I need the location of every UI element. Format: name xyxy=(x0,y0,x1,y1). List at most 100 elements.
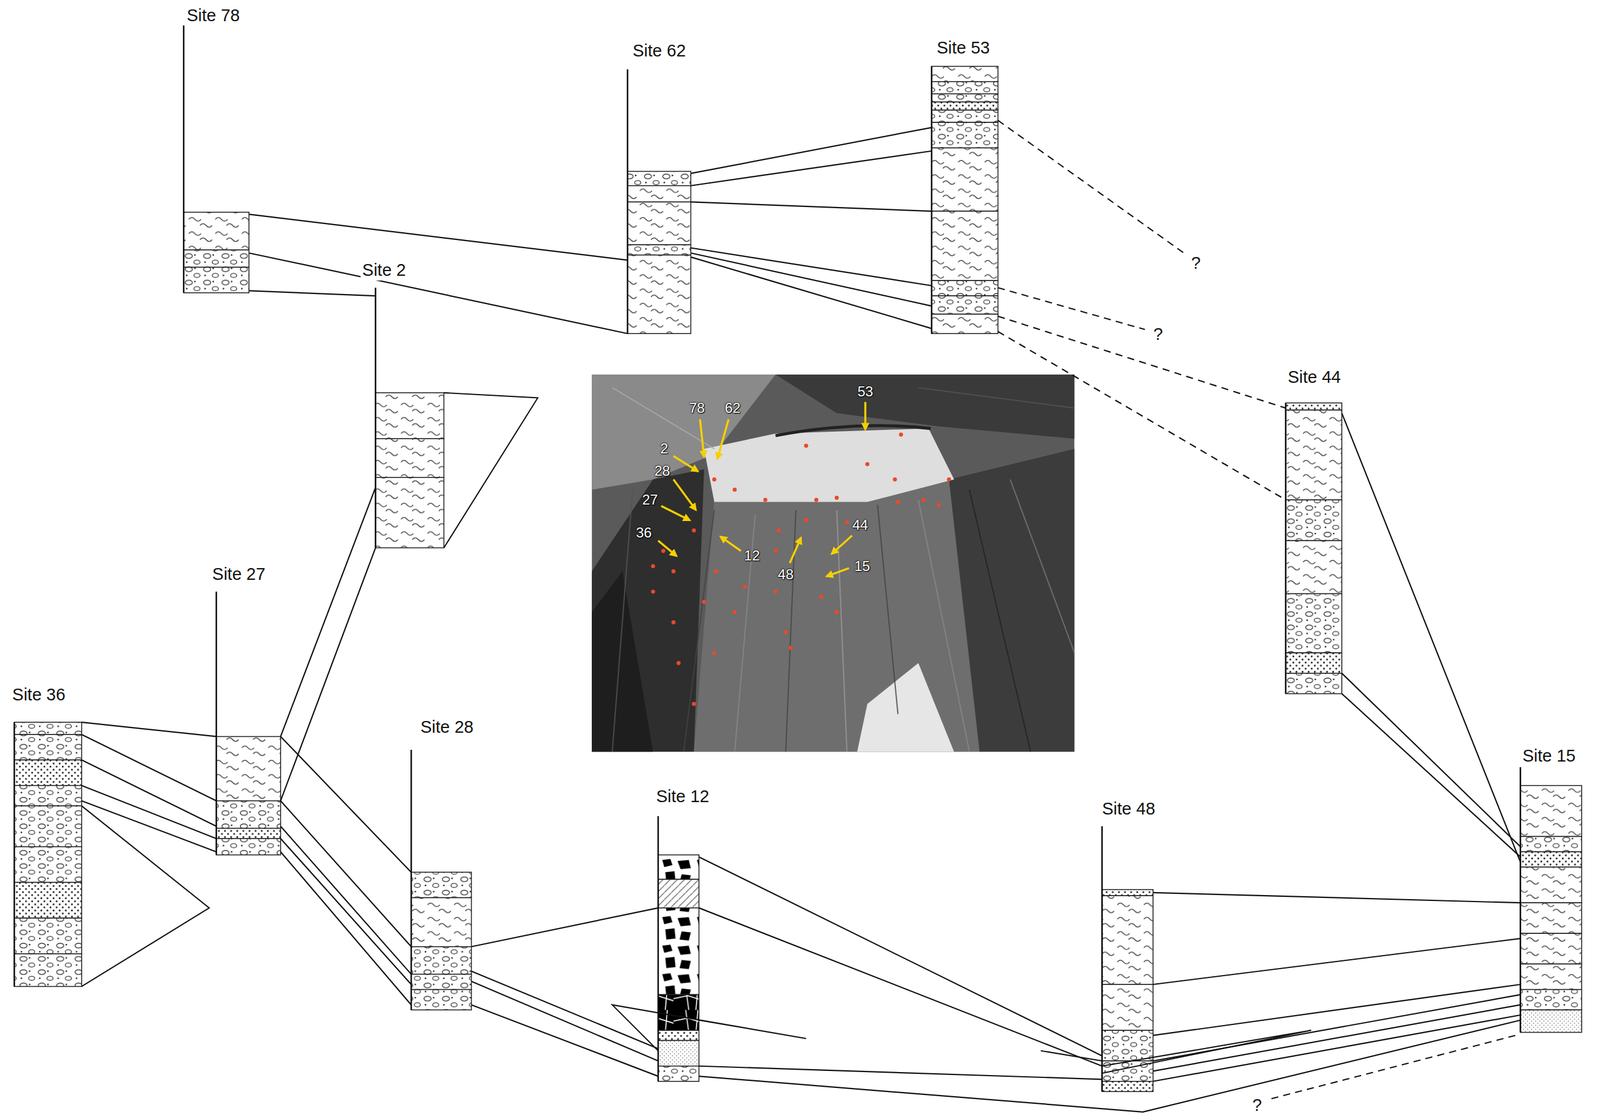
strat-bed xyxy=(931,101,999,110)
strat-bed xyxy=(1520,867,1582,903)
strat-bed xyxy=(658,1030,699,1041)
site-dot xyxy=(895,500,900,505)
site-column: Site 36 xyxy=(14,684,82,987)
pinch-out-line xyxy=(612,1005,807,1052)
strat-bed xyxy=(931,148,999,212)
terrain-streak xyxy=(918,500,970,752)
strat-bed xyxy=(183,212,249,250)
site-dot xyxy=(804,518,809,523)
correlation-line xyxy=(471,981,658,1062)
pointer-arrow xyxy=(700,419,705,458)
pointer-arrow xyxy=(831,535,853,555)
site-dot xyxy=(712,477,717,482)
photo-site-number: 62 xyxy=(724,400,741,416)
correlation-line xyxy=(690,127,932,174)
correlation-line xyxy=(471,908,658,948)
strat-bed xyxy=(627,171,692,186)
site-dot xyxy=(773,590,778,595)
column-axis xyxy=(657,816,660,1082)
site-dot xyxy=(773,548,778,553)
correlation-line xyxy=(81,785,217,839)
strat-bed xyxy=(1520,851,1582,868)
correlation-line xyxy=(1152,938,1520,985)
site-dot xyxy=(671,569,676,574)
strat-bed xyxy=(1101,895,1153,985)
strat-bed xyxy=(931,81,999,95)
strat-bed xyxy=(14,785,82,807)
strat-bed xyxy=(658,1066,699,1082)
terrain-shape xyxy=(775,374,1075,439)
site-column: Site 78 xyxy=(183,5,249,293)
site-dot xyxy=(788,645,793,650)
site-dot xyxy=(714,569,719,574)
strat-bed xyxy=(1285,402,1342,410)
site-dot xyxy=(898,432,903,438)
site-dot xyxy=(865,462,870,467)
site-dot xyxy=(691,701,696,706)
site-dot xyxy=(712,651,717,656)
strat-bed xyxy=(627,244,692,255)
site-title: Site 36 xyxy=(10,684,68,706)
correlation-line xyxy=(1341,673,1521,848)
strat-bed xyxy=(931,280,999,296)
strat-bed xyxy=(14,734,82,760)
site-title: Site 78 xyxy=(184,5,242,26)
column-axis xyxy=(1284,402,1287,694)
strat-bed xyxy=(1285,673,1342,695)
pinch-out-line xyxy=(444,392,539,549)
correlation-line xyxy=(248,290,376,296)
uncertain-line xyxy=(998,120,1188,256)
terrain-streak xyxy=(918,387,1075,409)
strat-bed xyxy=(411,947,472,975)
site-dot xyxy=(834,610,839,615)
terrain-streak xyxy=(612,490,633,753)
strat-bed xyxy=(1520,902,1582,934)
correlation-line xyxy=(698,908,1102,1067)
site-title: Site 2 xyxy=(360,260,408,281)
column-axis xyxy=(1101,826,1103,1092)
correlation-line xyxy=(698,857,1102,1056)
strat-bed xyxy=(931,66,999,82)
pointer-arrow xyxy=(720,536,742,551)
photo-site-number: 2 xyxy=(660,441,669,457)
strat-bed xyxy=(1520,785,1582,838)
site-dot xyxy=(921,498,926,503)
strat-bed xyxy=(1520,964,1582,990)
correlation-line xyxy=(1341,413,1521,863)
site-column: Site 62 xyxy=(627,40,692,334)
strat-bed xyxy=(931,211,999,281)
drawing xyxy=(14,25,1582,1099)
correlation-line xyxy=(280,736,412,873)
site-dot xyxy=(814,498,819,503)
correlation-line xyxy=(698,1020,1520,1113)
terrain-streak xyxy=(612,387,715,449)
strat-bed xyxy=(1285,540,1342,594)
uncertain-mark: ? xyxy=(1152,325,1165,345)
site-dot xyxy=(742,584,748,589)
correlation-line xyxy=(280,548,376,802)
strat-bed xyxy=(1285,594,1342,654)
site-dot xyxy=(651,564,656,569)
strat-bed xyxy=(1520,836,1582,852)
strat-bed xyxy=(931,314,999,334)
correlation-line xyxy=(471,1005,658,1077)
strat-bed xyxy=(1520,1010,1582,1033)
site-dot xyxy=(671,620,676,625)
correlation-line xyxy=(1152,1005,1520,1072)
uncertain-line xyxy=(998,287,1146,330)
correlation-line xyxy=(248,214,628,260)
terrain-shape xyxy=(857,663,955,753)
site-title: Site 12 xyxy=(654,786,711,808)
column-axis xyxy=(410,750,413,1010)
correlation-line xyxy=(690,252,932,306)
correlation-line xyxy=(1341,694,1521,858)
strat-bed xyxy=(931,122,999,148)
site-dot xyxy=(651,590,656,595)
pointer-arrow xyxy=(717,419,729,460)
pointer-arrow xyxy=(658,540,677,556)
correlation-line xyxy=(1152,892,1520,903)
terrain-streak xyxy=(969,490,1031,753)
pointer-arrow xyxy=(826,568,849,577)
